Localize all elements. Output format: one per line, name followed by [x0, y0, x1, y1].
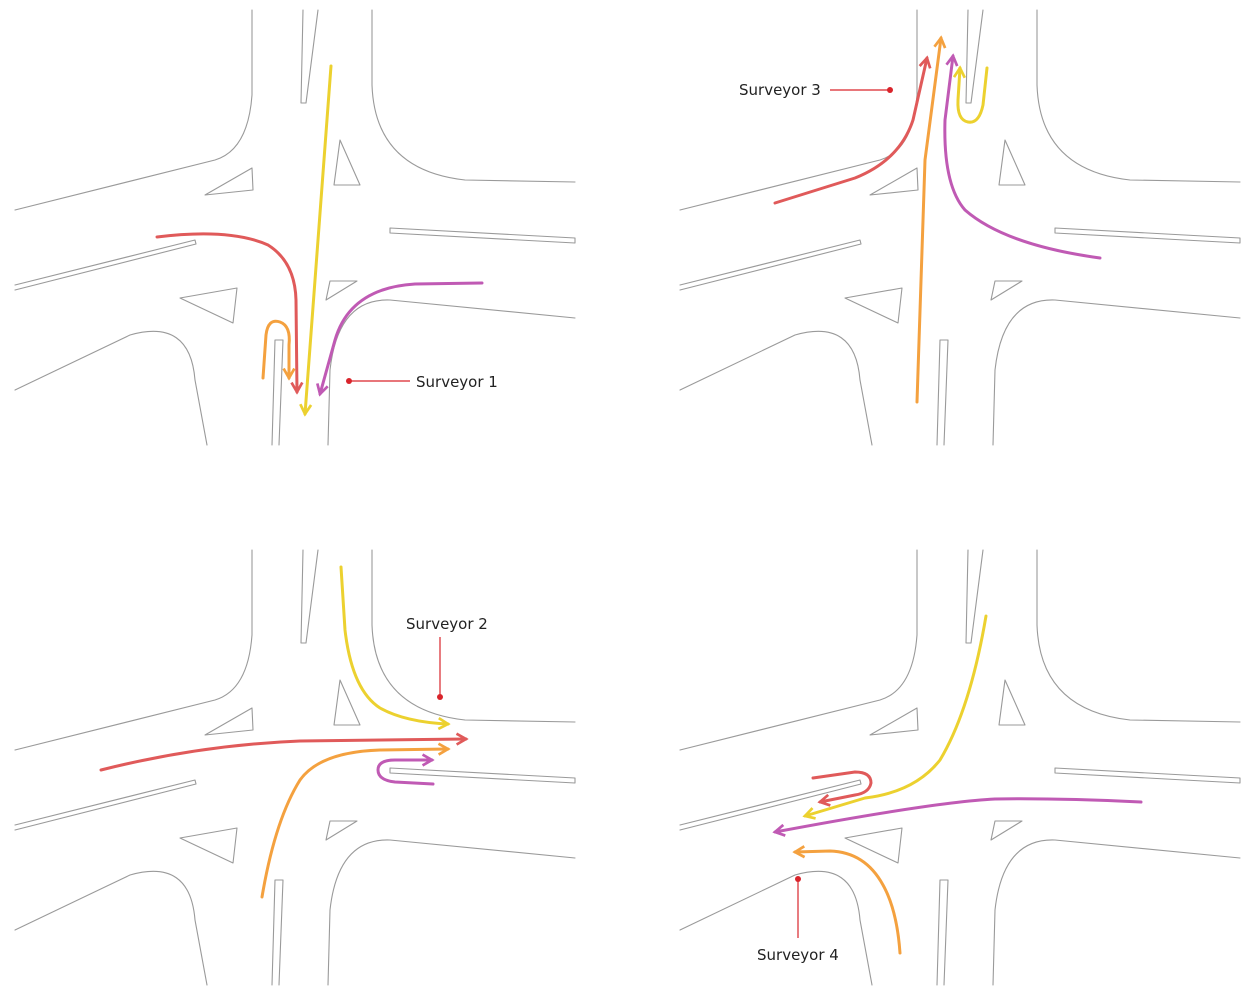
panel-surveyor-3: Surveyor 3 [665, 0, 1247, 460]
intersection-roads [14, 549, 576, 986]
route-yellow [952, 65, 989, 124]
surveyor-label: Surveyor 4 [757, 946, 839, 964]
panel-surveyor-4: Surveyor 4 [665, 540, 1247, 1000]
panel-surveyor-1: Surveyor 1 [0, 0, 600, 460]
route-purple [772, 797, 1143, 837]
surveyor-label: Surveyor 3 [739, 81, 821, 99]
route-red [155, 232, 304, 395]
surveyor-marker [887, 87, 893, 93]
surveyor-marker [437, 694, 443, 700]
route-purple [316, 281, 484, 397]
route-yellow [339, 565, 451, 731]
surveyor-marker [346, 378, 352, 384]
route-purple [376, 753, 435, 786]
intersection-roads [679, 549, 1241, 986]
route-orange [915, 35, 947, 404]
route-purple [943, 53, 1102, 260]
route-orange [792, 845, 902, 955]
route-yellow [802, 614, 988, 820]
route-yellow [299, 64, 333, 417]
route-red [811, 770, 873, 807]
route-red [773, 55, 932, 205]
route-orange [260, 742, 451, 899]
panel-surveyor-2: Surveyor 2 [0, 540, 600, 1000]
surveyor-label: Surveyor 2 [406, 615, 488, 633]
route-red [99, 732, 469, 772]
route-orange [261, 319, 296, 381]
surveyor-label: Surveyor 1 [416, 373, 498, 391]
surveyor-marker [795, 876, 801, 882]
